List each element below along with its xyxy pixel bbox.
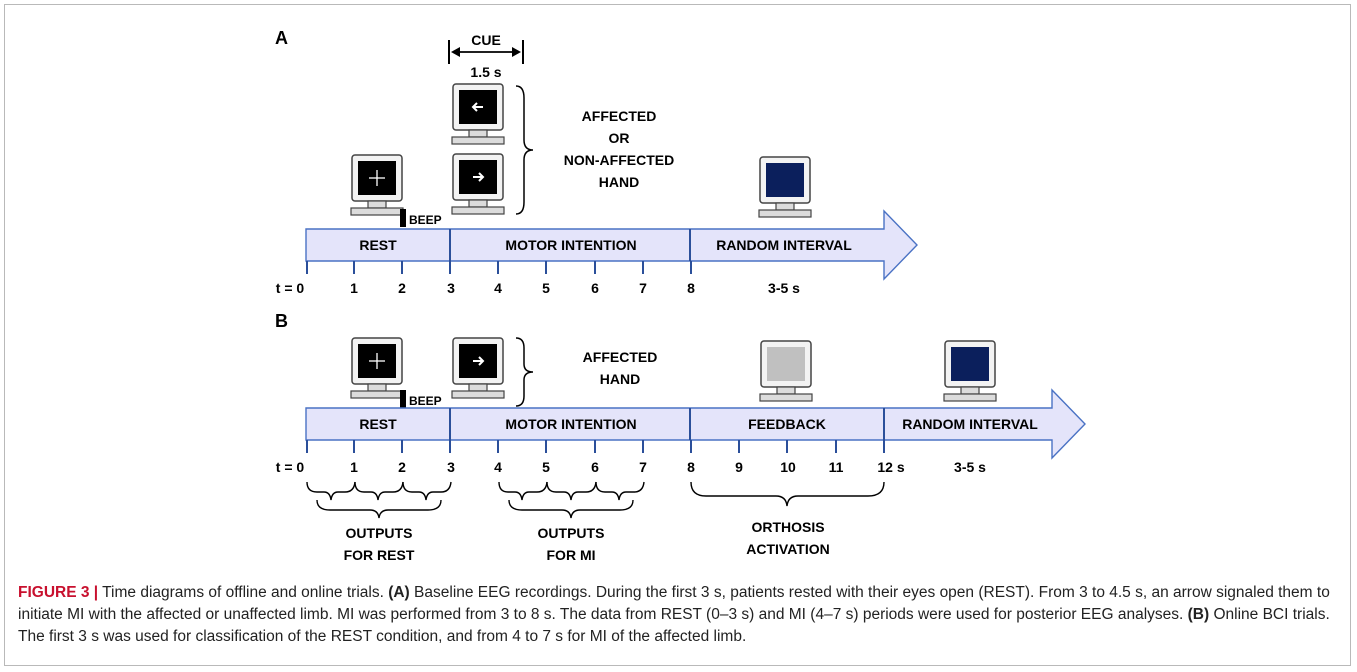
timing-diagram: A CUE 1.5 s BEEP AFFECTED OR NON-AFFECTE…	[275, 28, 1086, 563]
segment-rest: REST	[359, 237, 397, 253]
tick-label: 1	[350, 280, 358, 296]
segment-random-interval: RANDOM INTERVAL	[902, 416, 1038, 432]
tick-label: 7	[639, 459, 647, 475]
tick-label: 4	[494, 280, 502, 296]
beep-label: BEEP	[409, 394, 442, 408]
brace-line-3: NON-AFFECTED	[564, 152, 674, 168]
beep-marker	[400, 209, 406, 227]
tick-label: 9	[735, 459, 743, 475]
segment-random-interval: RANDOM INTERVAL	[716, 237, 852, 253]
beep-marker	[400, 390, 406, 408]
orthosis-line-1: ORTHOSIS	[751, 519, 824, 535]
orthosis-line-2: ACTIVATION	[746, 541, 829, 557]
figure-frame	[4, 4, 1351, 666]
tick-label: t = 0	[276, 459, 305, 475]
timeline-arrow-b	[305, 388, 1086, 460]
beep-label: BEEP	[409, 213, 442, 227]
cue-label: CUE	[471, 32, 501, 48]
right-arrow-monitor-icon	[451, 153, 505, 215]
fixation-cross-monitor-icon	[350, 337, 404, 399]
outputs-mi-line-2: FOR MI	[547, 547, 596, 563]
segment-motor-intention: MOTOR INTENTION	[505, 416, 636, 432]
gray-screen-monitor-icon	[759, 340, 813, 402]
brace-line-1: AFFECTED	[582, 108, 657, 124]
cue-duration: 1.5 s	[470, 64, 501, 80]
blue-screen-monitor-icon	[758, 156, 812, 218]
tick-label: 5	[542, 459, 550, 475]
brace-line-2: HAND	[600, 371, 640, 387]
blue-screen-monitor-icon	[943, 340, 997, 402]
figure-caption: FIGURE 3 | Time diagrams of offline and …	[18, 582, 1343, 648]
tick-label: 6	[591, 280, 599, 296]
hand-brace	[515, 337, 534, 407]
tick-label: 3	[447, 280, 455, 296]
tick-marks-a	[306, 261, 692, 274]
left-arrow-monitor-icon	[451, 83, 505, 145]
tick-label: 11	[829, 459, 844, 475]
figure-label: FIGURE 3 |	[18, 584, 99, 601]
outputs-rest-line-1: OUTPUTS	[346, 525, 413, 541]
tick-label: 2	[398, 459, 406, 475]
caption-intro: Time diagrams of offline and online tria…	[98, 584, 389, 601]
tick-label: 2	[398, 280, 406, 296]
panel-b-label: B	[275, 311, 288, 331]
panel-a-label: A	[275, 28, 288, 48]
outputs-rest-line-2: FOR REST	[344, 547, 415, 563]
tick-marks-b	[306, 440, 885, 453]
output-braces-mi	[498, 481, 645, 519]
brace-line-1: AFFECTED	[583, 349, 658, 365]
orthosis-brace	[690, 481, 885, 507]
tick-label: t = 0	[276, 280, 305, 296]
caption-a-text: Baseline EEG recordings. During the firs…	[18, 584, 1330, 623]
caption-b-label: (B)	[1187, 606, 1210, 623]
hand-brace	[515, 85, 534, 215]
fixation-cross-monitor-icon	[350, 154, 404, 216]
segment-motor-intention: MOTOR INTENTION	[505, 237, 636, 253]
tick-label: 7	[639, 280, 647, 296]
tick-label: 3	[447, 459, 455, 475]
brace-line-4: HAND	[599, 174, 639, 190]
tick-label: 5	[542, 280, 550, 296]
outputs-mi-line-1: OUTPUTS	[538, 525, 605, 541]
caption-b-text: Online BCI trials. The first 3 s was use…	[18, 606, 1330, 645]
tick-label: 8	[687, 280, 695, 296]
segment-feedback: FEEDBACK	[748, 416, 826, 432]
brace-line-2: OR	[609, 130, 630, 146]
tick-label: 6	[591, 459, 599, 475]
interval-duration: 3-5 s	[954, 459, 986, 475]
interval-duration: 3-5 s	[768, 280, 800, 296]
right-arrow-monitor-icon	[451, 337, 505, 399]
tick-label: 4	[494, 459, 502, 475]
caption-a-label: (A)	[388, 584, 410, 601]
tick-label: 12 s	[877, 459, 904, 475]
output-braces-rest	[306, 481, 452, 519]
segment-rest: REST	[359, 416, 397, 432]
tick-label: 8	[687, 459, 695, 475]
cue-duration-marker	[448, 40, 524, 64]
tick-label: 10	[780, 459, 796, 475]
tick-label: 1	[350, 459, 358, 475]
